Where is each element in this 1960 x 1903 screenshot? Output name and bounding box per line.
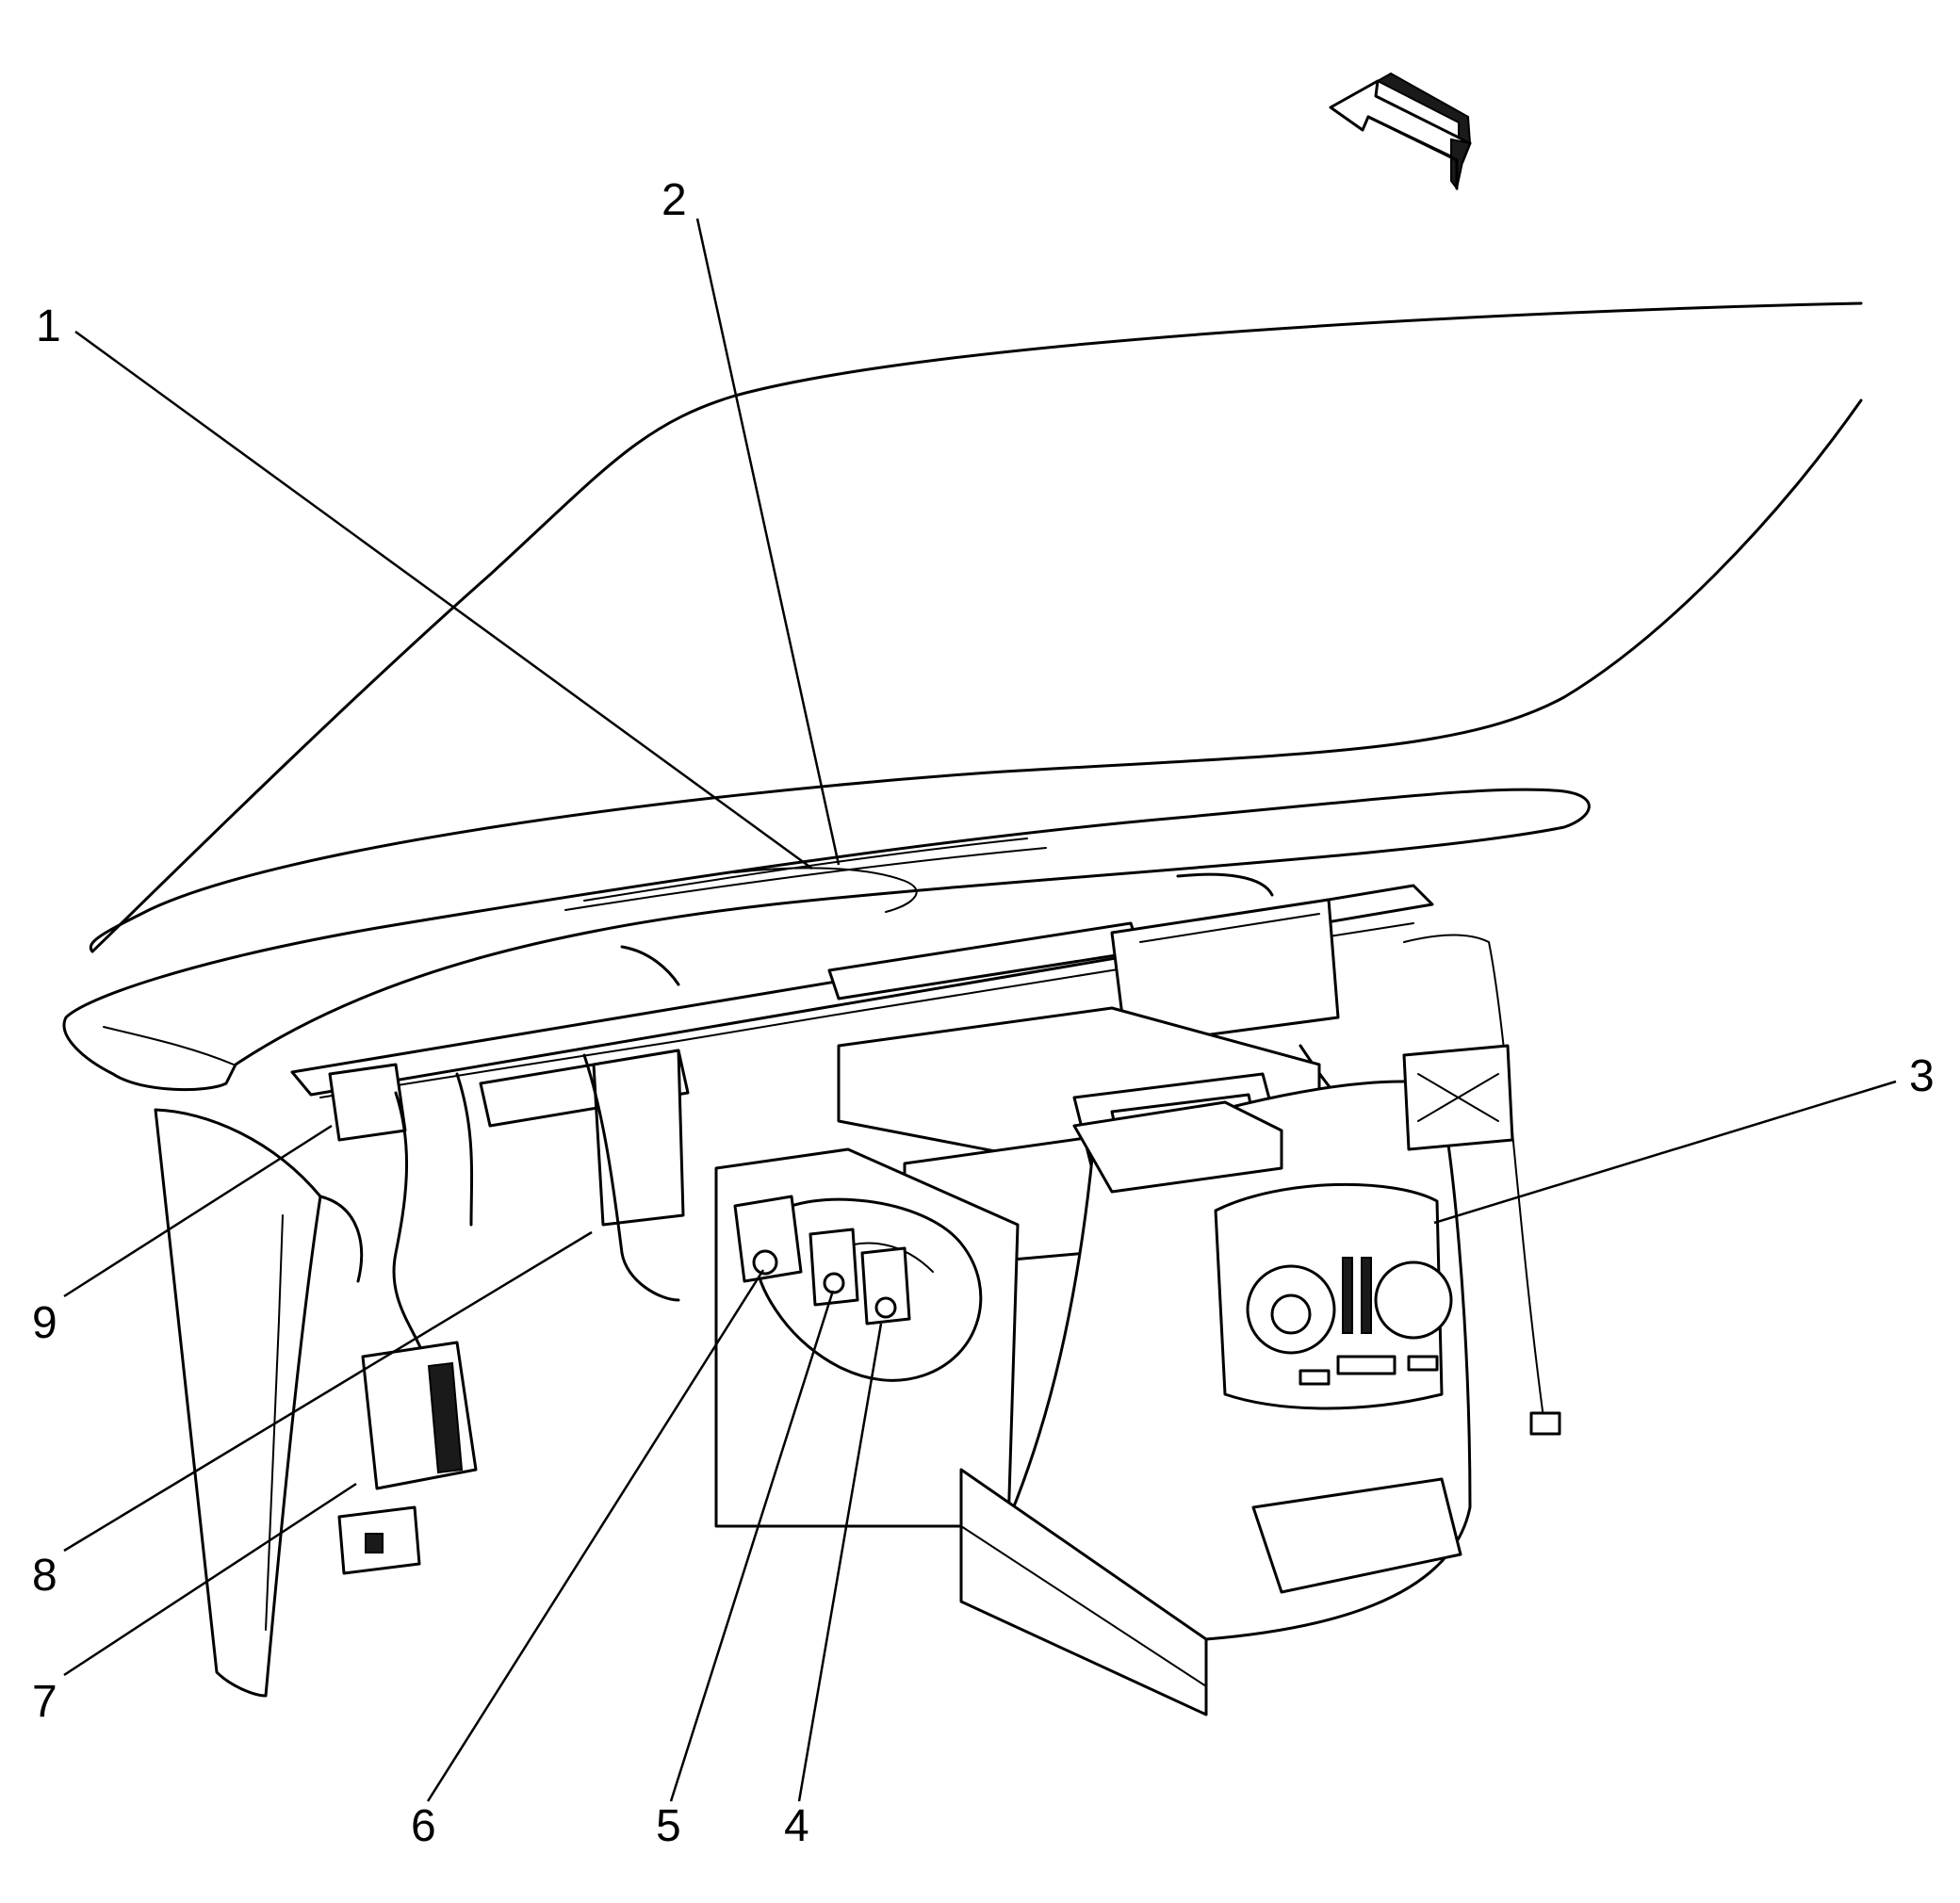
callout-3: 3 (1909, 1051, 1935, 1101)
leader-line-9 (63, 1124, 333, 1298)
windshield-outline (89, 301, 1863, 953)
front-direction-arrow-icon (1329, 72, 1472, 191)
floor-console (959, 1468, 1208, 1716)
wiring-harness (318, 872, 1561, 1436)
callout-8: 8 (32, 1551, 57, 1601)
leader-line-6 (426, 1269, 765, 1802)
leader-line-7 (63, 1482, 357, 1677)
leader-line-5 (669, 1290, 835, 1802)
leader-line-1 (74, 330, 813, 870)
callout-9: 9 (32, 1298, 57, 1348)
leader-line-3 (1433, 1080, 1897, 1225)
callout-6: 6 (411, 1801, 436, 1851)
callout-1: 1 (36, 301, 61, 351)
callout-7: 7 (32, 1677, 57, 1727)
data-link-connector (337, 1341, 478, 1575)
leader-line-2 (695, 218, 841, 866)
instrument-panel-upper-trim (62, 788, 1591, 1092)
leader-line-8 (63, 1230, 593, 1553)
actuators (733, 1195, 911, 1326)
callout-4: 4 (784, 1801, 809, 1851)
center-stack-bezel (978, 1044, 1514, 1641)
callout-labels: 1 2 3 4 5 6 7 8 9 (32, 175, 1935, 1851)
left-side-panel (154, 1108, 322, 1698)
leader-lines (63, 218, 1897, 1802)
callout-5: 5 (656, 1801, 681, 1851)
leader-line-4 (797, 1323, 883, 1802)
cross-car-beam (290, 884, 1434, 1227)
callout-2: 2 (662, 175, 687, 225)
